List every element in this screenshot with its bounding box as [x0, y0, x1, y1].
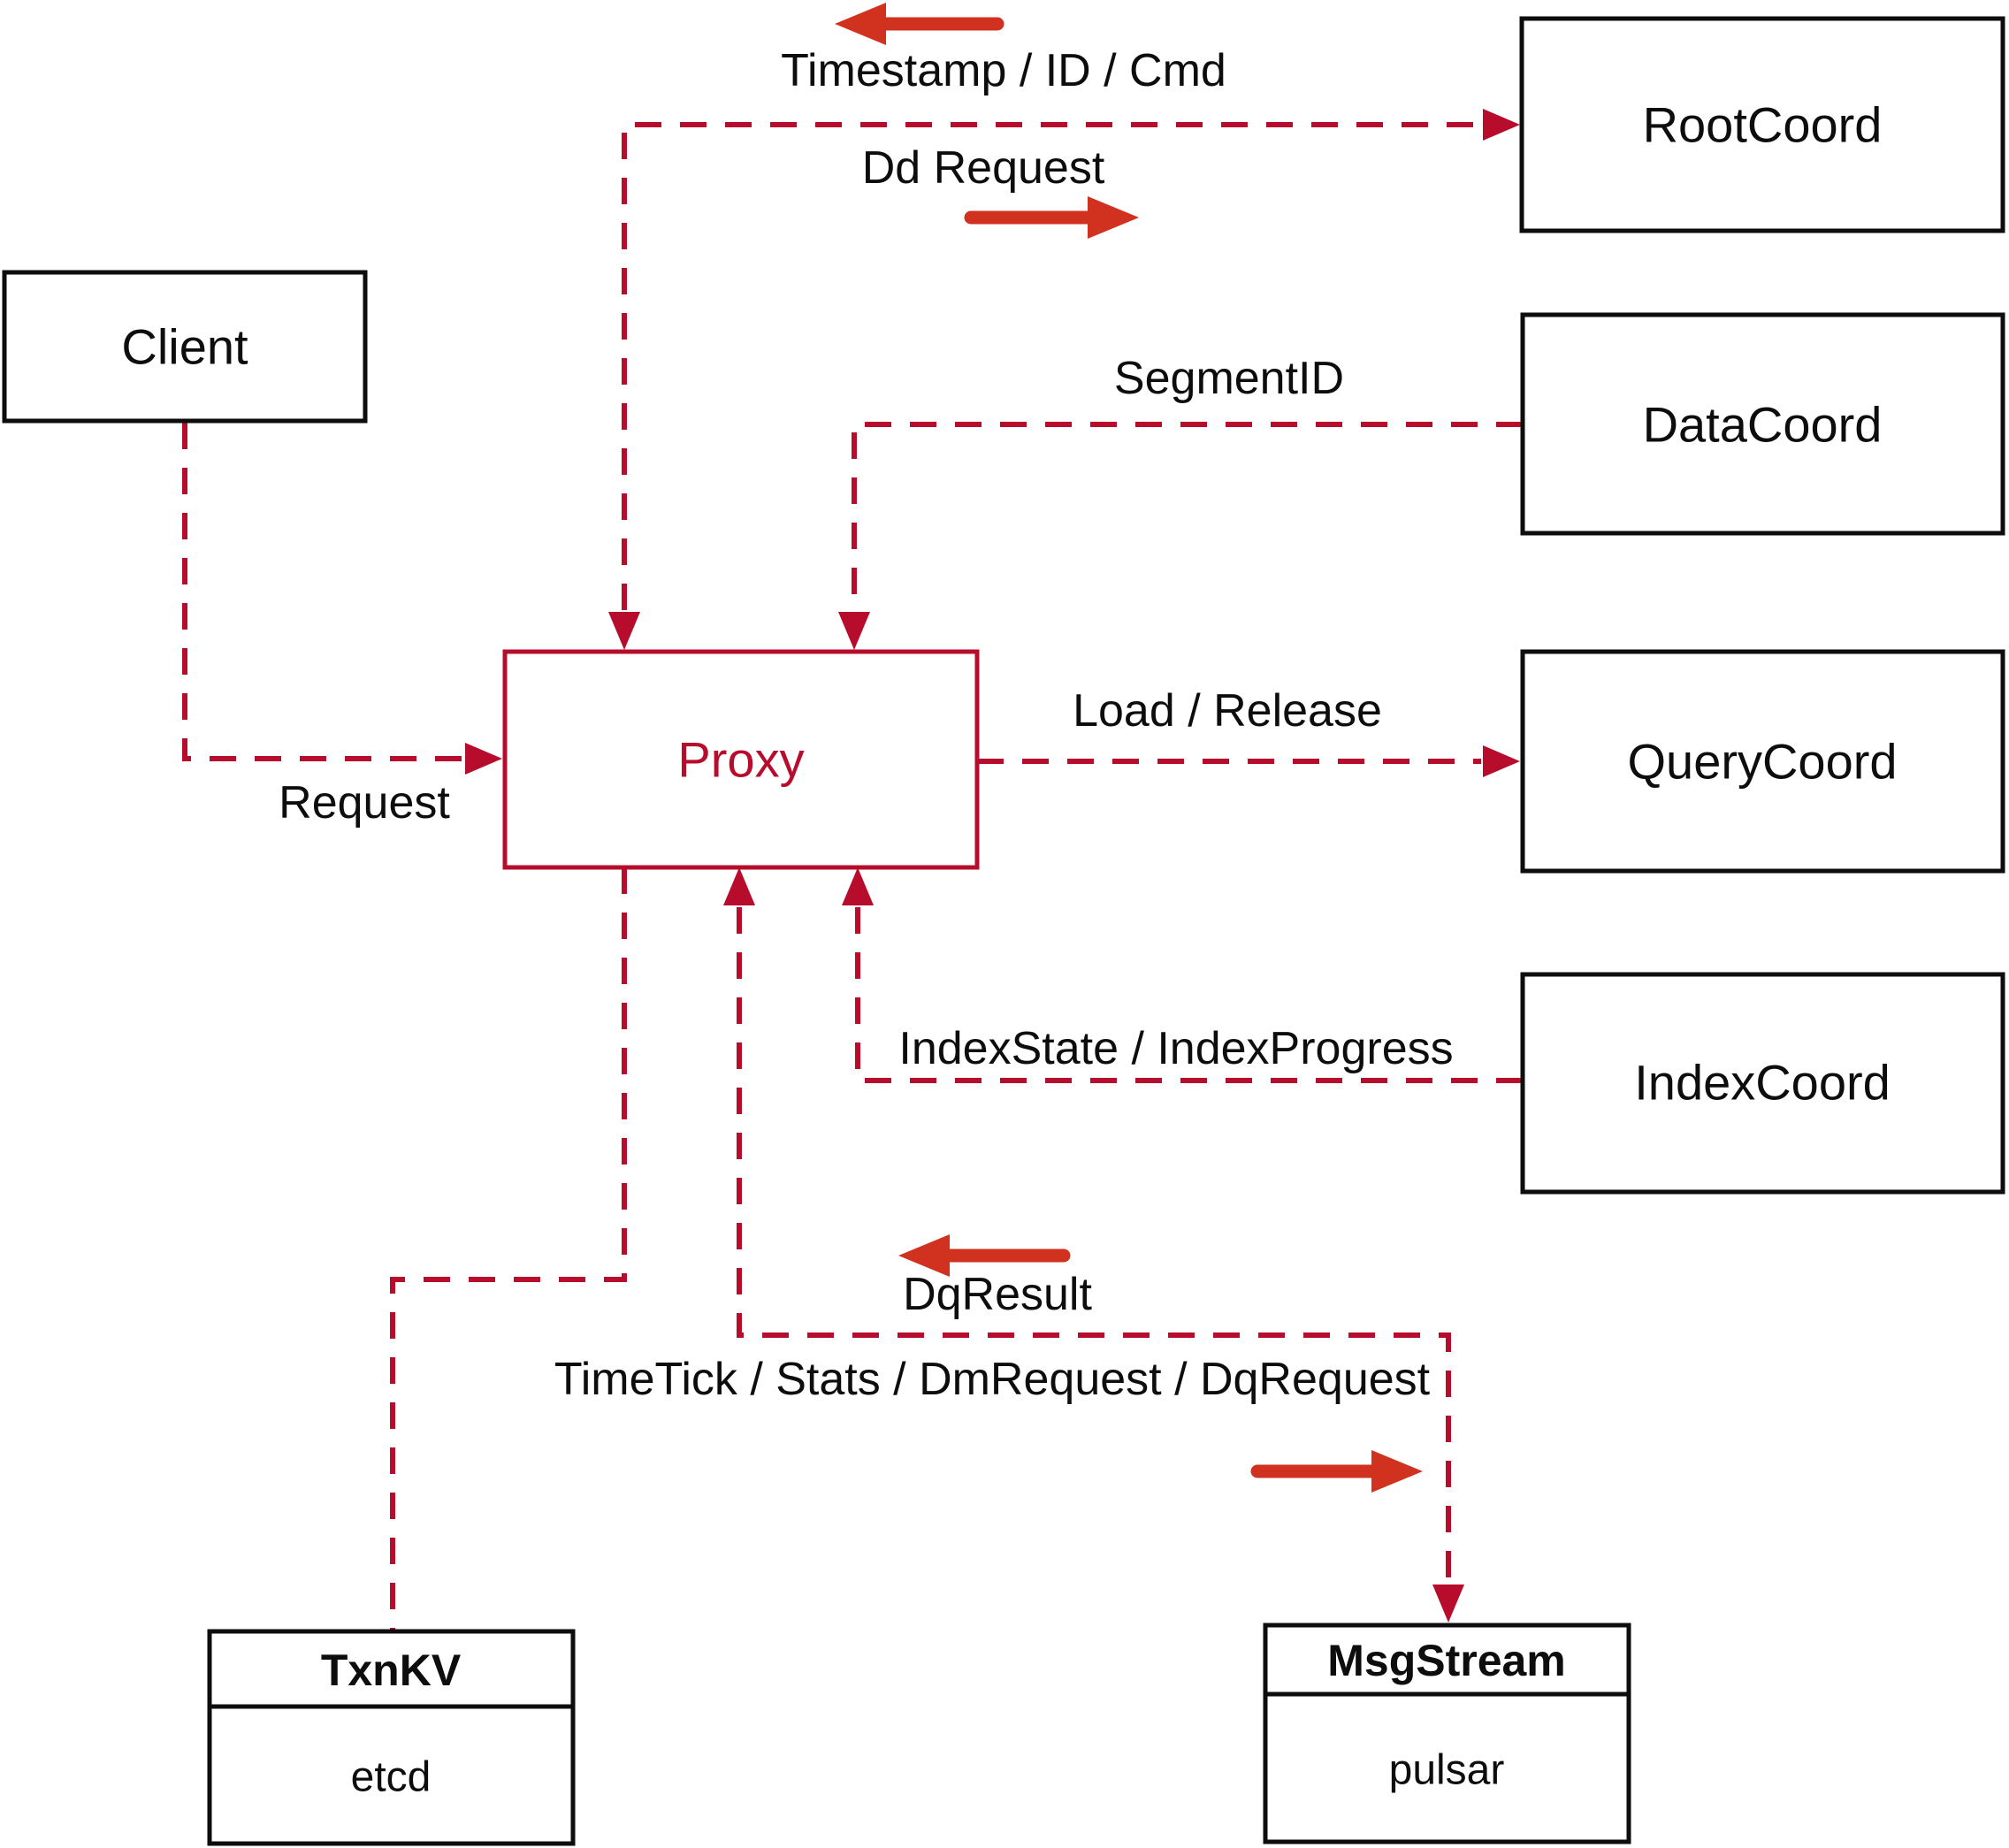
- datacoord-label: DataCoord: [1643, 397, 1883, 453]
- rootcoord-label: RootCoord: [1643, 97, 1883, 153]
- indexcoord-box: [1520, 972, 2005, 1195]
- arrowhead-into-rootcoord: [1483, 109, 1520, 141]
- edge-proxy-rootcoord: [622, 122, 1481, 610]
- edges: [182, 122, 1523, 1630]
- edge-proxy-msgstream: [737, 907, 1451, 1583]
- arrowhead-into-msgstream: [1432, 1585, 1464, 1623]
- node-datacoord: DataCoord: [1520, 312, 2005, 536]
- node-txnkv: TxnKV etcd: [207, 1629, 576, 1846]
- node-indexcoord: IndexCoord: [1520, 972, 2005, 1195]
- load-release-label: Load / Release: [1073, 685, 1382, 737]
- request-label: Request: [279, 777, 450, 829]
- arrowhead-into-proxy-left: [465, 743, 502, 775]
- msgstream-impl: pulsar: [1389, 1747, 1505, 1794]
- node-querycoord: QueryCoord: [1520, 649, 2005, 874]
- edge-indexcoord-proxy: [855, 907, 1523, 1083]
- edge-datacoord-proxy: [852, 422, 1523, 610]
- edge-client-proxy: [182, 423, 463, 761]
- rootcoord-box: [1519, 16, 2005, 233]
- node-rootcoord: RootCoord: [1519, 16, 2005, 233]
- datacoord-box: [1520, 312, 2005, 536]
- dqresult-arrow-head: [898, 1234, 950, 1277]
- arrowhead-into-proxy-bottom-right: [842, 867, 874, 905]
- arrowhead-into-proxy-top-left: [608, 612, 640, 650]
- msgstream-box: [1263, 1623, 1631, 1844]
- client-box: [2, 270, 368, 424]
- dd-request-arrow-head: [1088, 196, 1139, 239]
- indexcoord-label: IndexCoord: [1634, 1055, 1891, 1111]
- timestamp-direction-arrow: [835, 3, 1004, 45]
- txnkv-impl: etcd: [351, 1754, 432, 1801]
- timetick-arrow-head: [1371, 1450, 1423, 1493]
- timestamp-arrow-head: [835, 3, 886, 45]
- arrowhead-into-proxy-bottom-left: [723, 867, 755, 905]
- proxy-label: Proxy: [677, 732, 804, 788]
- arrowhead-into-querycoord: [1483, 745, 1520, 777]
- node-msgstream: MsgStream pulsar: [1263, 1623, 1631, 1844]
- edge-labels: Timestamp / ID / Cmd Dd Request SegmentI…: [279, 45, 1453, 1405]
- edge-arrowheads: [465, 109, 1520, 1623]
- client-label: Client: [121, 319, 248, 375]
- txnkv-box: [207, 1629, 576, 1846]
- node-client: Client: [2, 270, 368, 424]
- dd-request-direction-arrow: [964, 196, 1139, 239]
- timestamp-id-cmd-label: Timestamp / ID / Cmd: [781, 45, 1226, 96]
- node-proxy: Proxy: [502, 649, 980, 870]
- dqresult-direction-arrow: [898, 1234, 1071, 1277]
- txnkv-title: TxnKV: [321, 1646, 462, 1695]
- msgstream-title: MsgStream: [1327, 1636, 1566, 1685]
- dd-request-label: Dd Request: [862, 142, 1105, 194]
- querycoord-label: QueryCoord: [1627, 734, 1897, 790]
- segmentid-label: SegmentID: [1114, 353, 1344, 404]
- proxy-box: [502, 649, 980, 870]
- timetick-stats-dmrequest-dqrequest-label: TimeTick / Stats / DmRequest / DqRequest: [554, 1354, 1431, 1405]
- arrowhead-into-proxy-top-right: [838, 612, 870, 650]
- edge-proxy-txnkv: [390, 867, 627, 1630]
- indexstate-indexprogress-label: IndexState / IndexProgress: [898, 1023, 1453, 1074]
- timetick-direction-arrow: [1250, 1450, 1423, 1493]
- querycoord-box: [1520, 649, 2005, 874]
- dqresult-label: DqResult: [903, 1269, 1092, 1320]
